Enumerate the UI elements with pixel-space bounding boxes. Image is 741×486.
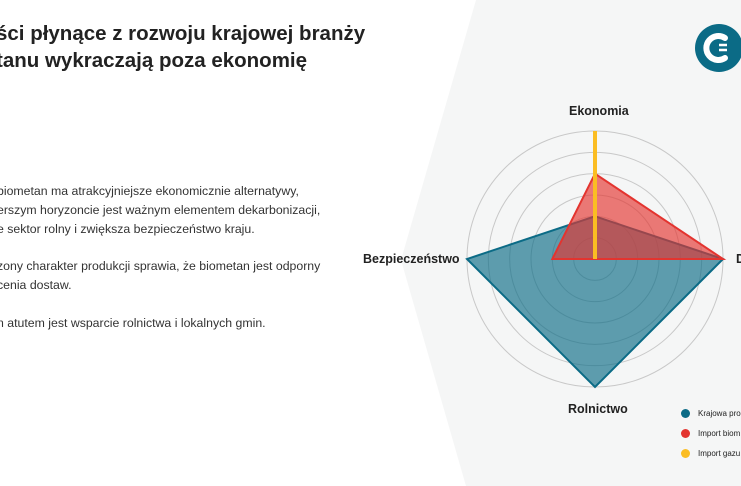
legend-label: Import gazu [698, 449, 741, 458]
legend-label: Krajowa pro [698, 409, 741, 418]
legend-dot-icon [681, 409, 690, 418]
paragraph-line: n atutem jest wsparcie rolnictwa i lokal… [0, 316, 266, 330]
paragraph-line: cenia dostaw. [0, 278, 72, 292]
paragraph-3: n atutem jest wsparcie rolnictwa i lokal… [0, 314, 266, 333]
paragraph-line: e sektor rolny i zwiększa bezpieczeństwo… [0, 222, 255, 236]
axis-label-bezpieczenstwo: Bezpieczeństwo [363, 252, 460, 266]
legend-item: Import biom [681, 429, 740, 438]
brand-logo-icon [695, 24, 741, 72]
axis-label-ekonomia: Ekonomia [569, 104, 629, 118]
legend-dot-icon [681, 429, 690, 438]
title-line-1: ści płynące z rozwoju krajowej branży [0, 22, 366, 45]
paragraph-line: erszym horyzoncie jest ważnym elementem … [0, 203, 321, 217]
axis-label-rolnictwo: Rolnictwo [568, 402, 628, 416]
paragraph-line: zony charakter produkcji sprawia, że bio… [0, 259, 321, 273]
legend-item: Import gazu [681, 449, 740, 458]
legend-item: Krajowa pro [681, 409, 741, 418]
legend-label: Import biom [698, 429, 741, 438]
axis-label-d: D [736, 252, 741, 266]
legend-dot-icon [681, 449, 690, 458]
title-line-2: tanu wykraczają poza ekonomię [0, 49, 308, 72]
page-title: ści płynące z rozwoju krajowej branży ta… [0, 20, 365, 74]
paragraph-2: zony charakter produkcji sprawia, że bio… [0, 257, 320, 295]
paragraph-line: biometan ma atrakcyjniejsze ekonomicznie… [0, 184, 299, 198]
series-import-biom [550, 172, 727, 260]
paragraph-1: biometan ma atrakcyjniejsze ekonomicznie… [0, 182, 320, 239]
